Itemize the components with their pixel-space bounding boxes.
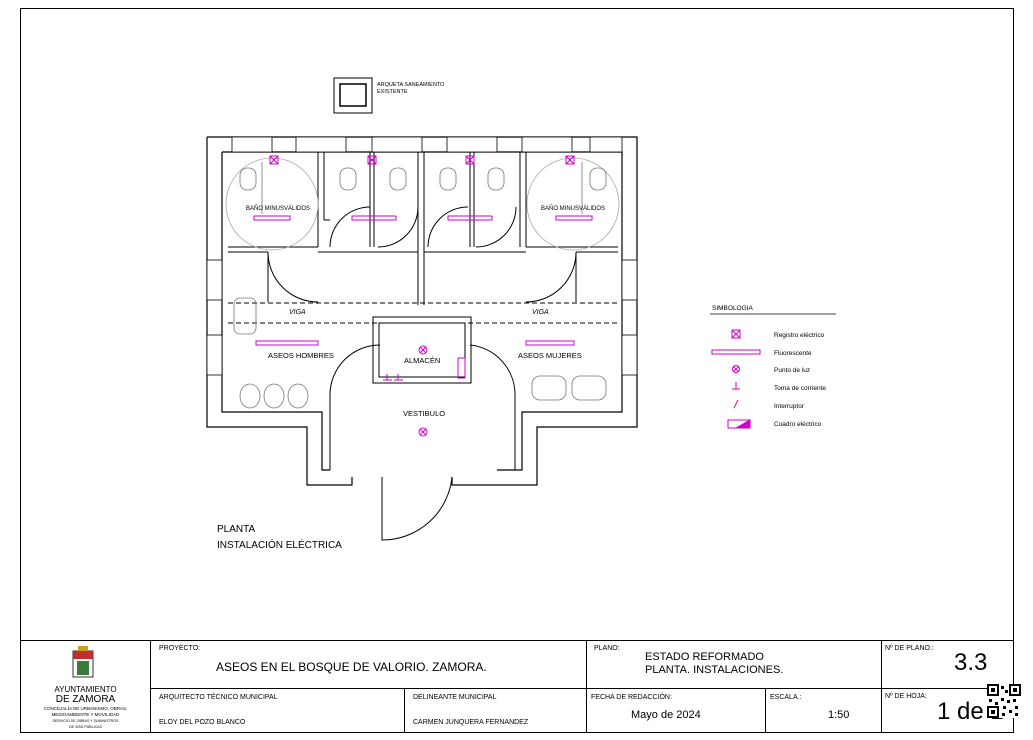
delineante-label: DELINEANTE MUNICIPAL	[413, 694, 497, 701]
punto-de-luz-icon	[732, 365, 740, 373]
delineante-cell: DELINEANTE MUNICIPAL CARMEN JUNQUERA FER…	[405, 689, 587, 733]
interior-partitions	[228, 152, 618, 541]
drawing-frame	[20, 8, 1014, 733]
arquitecto-label: ARQUITECTO TÉCNICO MUNICIPAL	[159, 694, 278, 701]
legend-item-label: Cuadro eléctrico	[774, 421, 822, 428]
num-plano-label: Nº DE PLANO.:	[885, 645, 934, 652]
fecha-value: Mayo de 2024	[631, 709, 701, 721]
legend-item-label: Punto de luz	[774, 367, 810, 374]
legend-title: SIMBOLOGIA	[712, 305, 753, 312]
logo-line-1: AYUNTAMIENTO	[54, 685, 117, 694]
legend-item-label: Toma de corriente	[774, 385, 826, 392]
proyecto-value: ASEOS EN EL BOSQUE DE VALORIO. ZAMORA.	[216, 660, 487, 674]
viga-right-label: VIGA	[532, 309, 549, 316]
logo-line-2: DE ZAMORA	[55, 694, 116, 705]
plano-cell: PLANO: ESTADO REFORMADO PLANTA. INSTALAC…	[587, 641, 882, 689]
logo-sub-3: SERVICIO DE OBRAS Y SUMINISTROS	[52, 719, 119, 723]
arquitecto-cell: ARQUITECTO TÉCNICO MUNICIPAL ELOY DEL PO…	[151, 689, 405, 733]
registro-electrico-icon	[731, 329, 741, 339]
escala-value: 1:50	[828, 709, 850, 721]
turning-circle-left	[225, 157, 319, 251]
legend: SIMBOLOGIA Registro eléctrico Fluorescen…	[710, 305, 836, 429]
logo-cell: AYUNTAMIENTO DE ZAMORA CONCEJALÍA DE URB…	[20, 641, 151, 733]
num-plano-cell: Nº DE PLANO.: 3.3	[882, 641, 1014, 689]
escala-label: ESCALA.:	[770, 694, 802, 701]
room-almacen: ALMACÉN	[404, 356, 440, 365]
num-plano-value: 3.3	[954, 649, 988, 676]
room-bano-left: BAÑO MINUSVÁLIDOS	[246, 205, 310, 212]
plano-value-1: ESTADO REFORMADO	[645, 651, 764, 663]
viga-left-label: VIGA	[289, 309, 306, 316]
plan-title-1: PLANTA	[217, 524, 255, 535]
arqueta-label-2: EXISTENTE	[377, 89, 408, 95]
outer-walls	[206, 136, 638, 486]
arqueta-symbol	[333, 77, 373, 114]
delineante-value: CARMEN JUNQUERA FERNANDEZ	[413, 719, 529, 726]
qr-code-icon	[987, 684, 1021, 718]
plan-title-2: INSTALACIÓN ELÉCTRICA	[217, 538, 342, 551]
floor-plan: ARQUETA SANEAMIENTO EXISTENTE BAÑO MINUS…	[206, 77, 836, 551]
fecha-label: FECHA DE REDACCIÓN:	[591, 694, 672, 701]
logo-sub-4: DE VÍAS PÚBLICAS	[69, 725, 102, 729]
legend-item-label: Fluorescente	[774, 350, 812, 357]
interruptor-icon	[733, 399, 739, 409]
arqueta-label-1: ARQUETA SANEAMIENTO	[377, 82, 445, 88]
fluorescente-icon	[711, 349, 761, 355]
sanitary-fixtures	[233, 162, 607, 409]
legend-item-label: Interruptor	[774, 403, 805, 410]
plano-value-2: PLANTA. INSTALACIONES.	[645, 664, 784, 676]
turning-circle-right	[526, 157, 620, 251]
toma-de-corriente-icon	[732, 382, 740, 390]
proyecto-cell: PROYECTO: ASEOS EN EL BOSQUE DE VALORIO.…	[151, 641, 587, 689]
title-block: AYUNTAMIENTO DE ZAMORA CONCEJALÍA DE URB…	[20, 640, 1014, 733]
electrical-symbols	[253, 155, 593, 437]
plano-label: PLANO:	[594, 645, 620, 652]
legend-item-label: Registro eléctrico	[774, 332, 825, 339]
fecha-cell: FECHA DE REDACCIÓN: Mayo de 2024	[587, 689, 766, 733]
num-hoja-label: Nº DE HOJA:	[885, 693, 927, 700]
room-aseos-mujeres: ASEOS MUJERES	[518, 351, 582, 360]
room-bano-right: BAÑO MINUSVÁLIDOS	[541, 205, 605, 212]
room-vestibulo: VESTIBULO	[403, 409, 445, 418]
logo-sub-2: MEDIOAMBIENTE Y MOVILIDAD	[51, 712, 120, 717]
escala-cell: ESCALA.: 1:50	[766, 689, 882, 733]
proyecto-label: PROYECTO:	[159, 645, 201, 652]
room-aseos-hombres: ASEOS HOMBRES	[268, 351, 334, 360]
coat-of-arms-icon	[72, 646, 94, 678]
logo-sub-1: CONCEJALÍA DE URBANISMO, OBRAS,	[43, 706, 128, 711]
arquitecto-value: ELOY DEL POZO BLANCO	[159, 719, 246, 726]
